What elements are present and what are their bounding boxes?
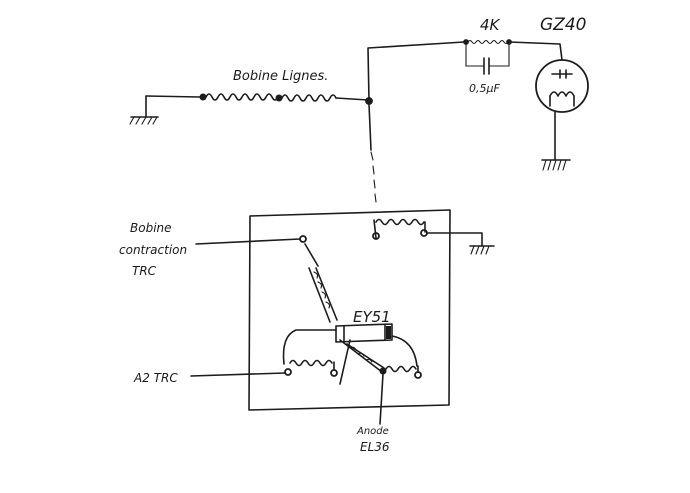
box-diagonal-coil <box>304 243 338 323</box>
box-left-coil <box>282 329 338 377</box>
wire-junction-down <box>368 103 372 151</box>
tube-label: GZ40 <box>540 15 586 35</box>
wire-a2-trc <box>190 372 286 377</box>
ground-symbol-left <box>129 95 159 125</box>
wire-diode-down <box>339 339 351 385</box>
contraction-coil-label-2: contraction <box>119 243 187 257</box>
contraction-coil-terminal <box>299 235 307 243</box>
ground-symbol-right <box>541 159 571 171</box>
anode-label-1: Anode <box>356 426 389 437</box>
wire-resistor-to-tube <box>508 41 563 61</box>
component-box <box>248 209 451 411</box>
dashed-wire <box>370 151 377 203</box>
wire-coil-to-junction <box>335 97 369 101</box>
line-coil-right <box>281 94 337 102</box>
ground-symbol-box <box>469 245 495 255</box>
contraction-coil-label-3: TRC <box>132 264 157 278</box>
diode-label: EY51 <box>353 308 391 326</box>
anode-label-2: EL36 <box>360 440 390 454</box>
resistor-label: 4K <box>480 16 501 34</box>
box-lower-diagonal-coil <box>339 339 387 375</box>
capacitor-label: 0,5μF <box>469 82 500 95</box>
wire-contraction-coil <box>195 238 301 245</box>
wire-ground-to-line-coil <box>145 95 201 98</box>
box-top-coil <box>372 218 428 240</box>
gz40-tube <box>535 59 589 161</box>
line-coil-label: Bobine Lignes. <box>233 69 328 84</box>
line-coil-left <box>199 93 283 102</box>
wire-anode-el36 <box>379 373 384 425</box>
contraction-coil-label-1: Bobine <box>130 221 172 235</box>
wire-junction-to-resistor <box>367 41 465 102</box>
a2-label: A2 TRC <box>133 371 178 385</box>
resistor-4k <box>463 39 512 45</box>
wire-box-to-ground <box>426 232 483 247</box>
box-right-coil <box>385 335 422 379</box>
ey51-diode <box>335 323 393 343</box>
capacitor-parallel <box>465 41 510 75</box>
